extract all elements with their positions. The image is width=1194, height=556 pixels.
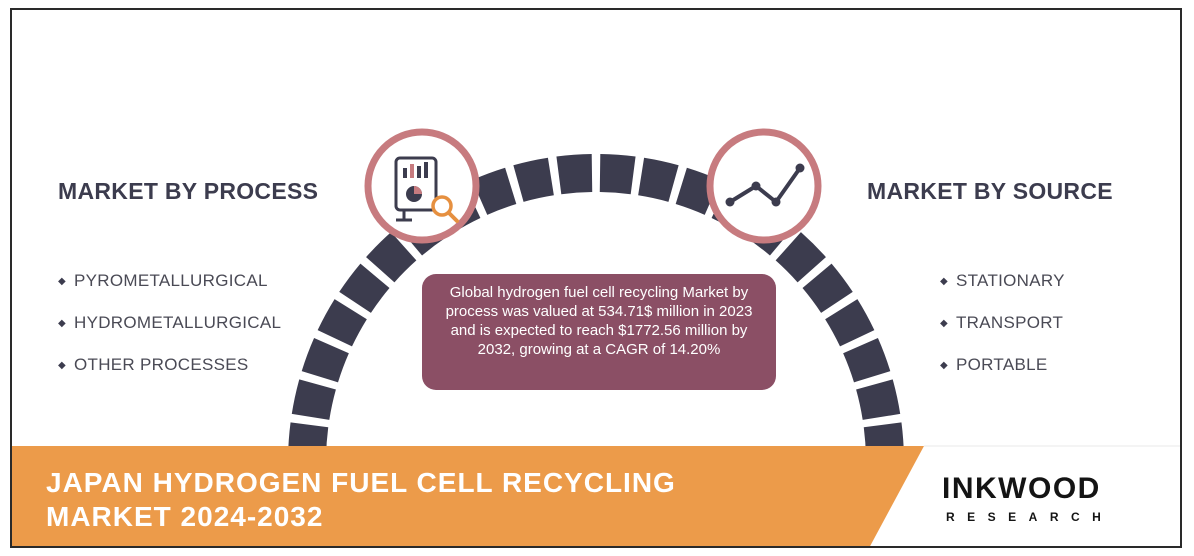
arc-segment <box>301 337 349 383</box>
list-item: ◆ PORTABLE <box>940 344 1065 386</box>
list-item: ◆ TRANSPORT <box>940 302 1065 344</box>
market-by-source-heading: MARKET BY SOURCE <box>867 178 1113 204</box>
diamond-bullet-icon: ◆ <box>58 317 66 329</box>
report-title-line-1: JAPAN HYDROGEN FUEL CELL RECYCLING <box>46 467 676 498</box>
arc-segment <box>513 157 554 202</box>
list-item-label: OTHER PROCESSES <box>74 355 249 374</box>
list-item-label: PYROMETALLURGICAL <box>74 271 268 290</box>
logo-panel <box>870 446 1180 546</box>
process-list: ◆ PYROMETALLURGICAL ◆ HYDROMETALLURGICAL ◆… <box>58 260 281 386</box>
list-item: ◆ PYROMETALLURGICAL <box>58 260 281 302</box>
line-chart-icon <box>706 128 822 244</box>
report-title-line-2: MARKET 2024-2032 <box>46 501 324 532</box>
source-list: ◆ STATIONARY ◆ TRANSPORT ◆ PORTABLE <box>940 260 1065 386</box>
brand-logo-subtitle: RESEARCH <box>946 510 1114 524</box>
arc-segment <box>471 167 517 215</box>
arc-segment <box>802 263 853 313</box>
arc-segment <box>291 379 336 420</box>
list-item-label: TRANSPORT <box>956 313 1064 332</box>
infographic-graphics <box>12 128 1180 546</box>
list-item-label: PORTABLE <box>956 355 1048 374</box>
diamond-bullet-icon: ◆ <box>58 275 66 287</box>
list-item: ◆ HYDROMETALLURGICAL <box>58 302 281 344</box>
arc-segment <box>775 232 826 283</box>
arc-segment <box>339 263 390 313</box>
analytics-report-icon <box>364 128 480 244</box>
arc-segment <box>856 379 901 420</box>
arc-segment <box>317 299 367 347</box>
diamond-bullet-icon: ◆ <box>940 275 948 287</box>
diamond-bullet-icon: ◆ <box>940 317 948 329</box>
list-item: ◆ OTHER PROCESSES <box>58 344 281 386</box>
arc-segment <box>366 232 417 283</box>
list-item: ◆ STATIONARY <box>940 260 1065 302</box>
list-item-label: HYDROMETALLURGICAL <box>74 313 282 332</box>
market-summary-box: Global hydrogen fuel cell recycling Mark… <box>422 274 776 390</box>
brand-logo-name: INKWOOD <box>942 472 1101 505</box>
arc-segment <box>843 337 891 383</box>
arc-segment <box>638 157 679 202</box>
infographic-frame: MARKET BY PROCESS ◆ PYROMETALLURGICAL ◆ HY… <box>10 8 1182 548</box>
diamond-bullet-icon: ◆ <box>58 359 66 371</box>
diamond-bullet-icon: ◆ <box>940 359 948 371</box>
arc-segment <box>825 299 875 347</box>
arc-segment <box>599 154 636 195</box>
arc-segment <box>556 154 593 195</box>
report-title: JAPAN HYDROGEN FUEL CELL RECYCLING MARKE… <box>46 466 676 534</box>
market-by-process-heading: MARKET BY PROCESS <box>58 178 319 204</box>
list-item-label: STATIONARY <box>956 271 1065 290</box>
